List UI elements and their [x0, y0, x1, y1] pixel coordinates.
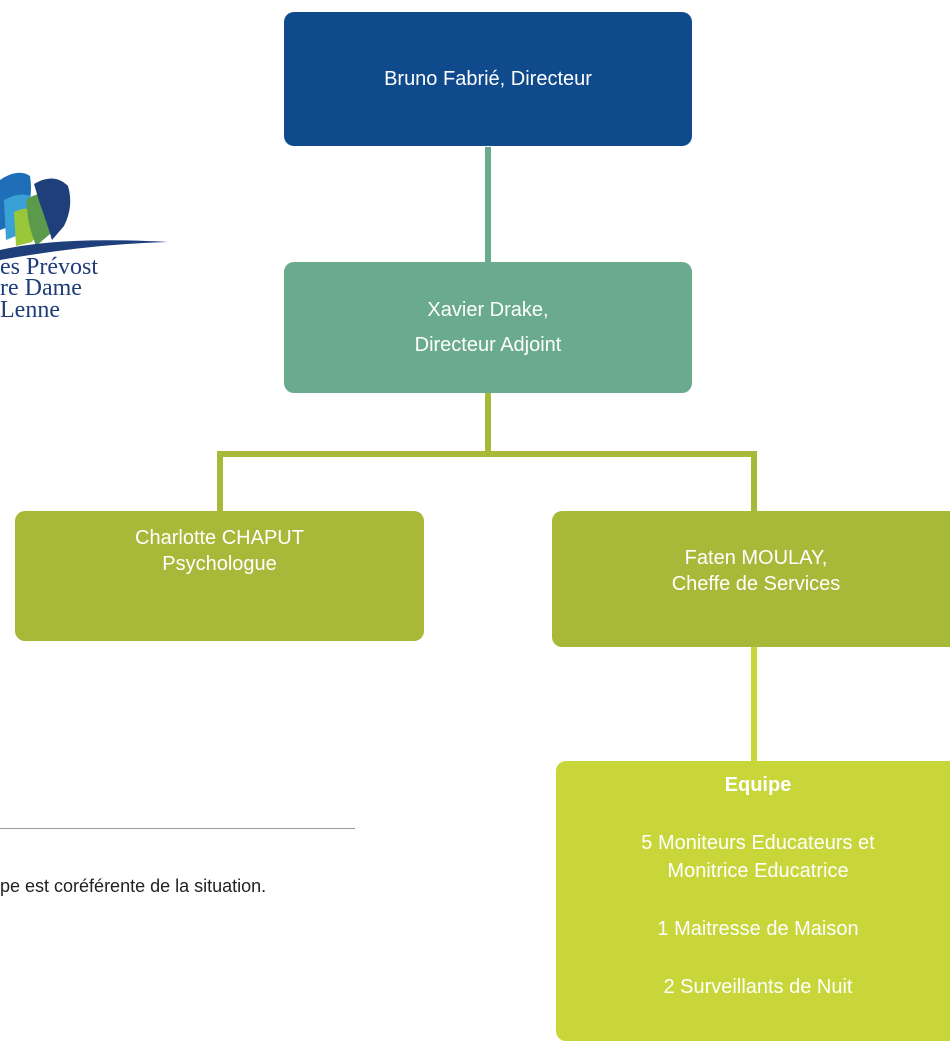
connector-horizontal: [217, 451, 755, 457]
director-box: Bruno Fabrié, Directeur: [284, 12, 692, 146]
adjoint-box: Xavier Drake, Directeur Adjoint: [284, 262, 692, 393]
logo-text-line-2: re Dame: [0, 275, 82, 301]
cheffe-name: Faten MOULAY,: [684, 547, 828, 569]
logo: es Prévost re Dame Lenne: [0, 160, 175, 330]
team-item-moniteurs: 5 Moniteurs Educateurs et: [641, 832, 875, 854]
adjoint-title: Directeur Adjoint: [414, 333, 562, 356]
connector-to-cheffe: [751, 451, 757, 511]
cheffe-title: Cheffe de Services: [671, 573, 841, 595]
logo-text-line-1: es Prévost: [0, 254, 98, 280]
team-title: Equipe: [724, 774, 792, 796]
footnote-text: pe est coréférente de la situation.: [0, 876, 267, 896]
team-item-monitrice: Monitrice Educatrice: [667, 860, 849, 882]
psychologue-box: Charlotte CHAPUT Psychologue: [15, 511, 424, 641]
psychologue-title: Psychologue: [162, 553, 277, 575]
team-box: Equipe 5 Moniteurs Educateurs et Monitri…: [556, 761, 950, 1041]
connector-adjoint-down: [485, 393, 491, 455]
cheffe-box: Faten MOULAY, Cheffe de Services: [552, 511, 950, 647]
team-item-maitresse: 1 Maitresse de Maison: [657, 918, 859, 940]
team-item-surveillants: 2 Surveillants de Nuit: [663, 976, 853, 998]
connector-to-psychologue: [217, 451, 223, 511]
adjoint-name: Xavier Drake,: [427, 298, 549, 321]
psychologue-name: Charlotte CHAPUT: [135, 527, 304, 549]
connector-director-adjoint: [485, 147, 491, 262]
logo-faces-icon: [0, 172, 168, 260]
director-label: Bruno Fabrié, Directeur: [384, 68, 592, 90]
connector-cheffe-team: [751, 647, 757, 761]
logo-text-line-3: Lenne: [0, 297, 60, 323]
footnote-separator: [0, 828, 355, 829]
